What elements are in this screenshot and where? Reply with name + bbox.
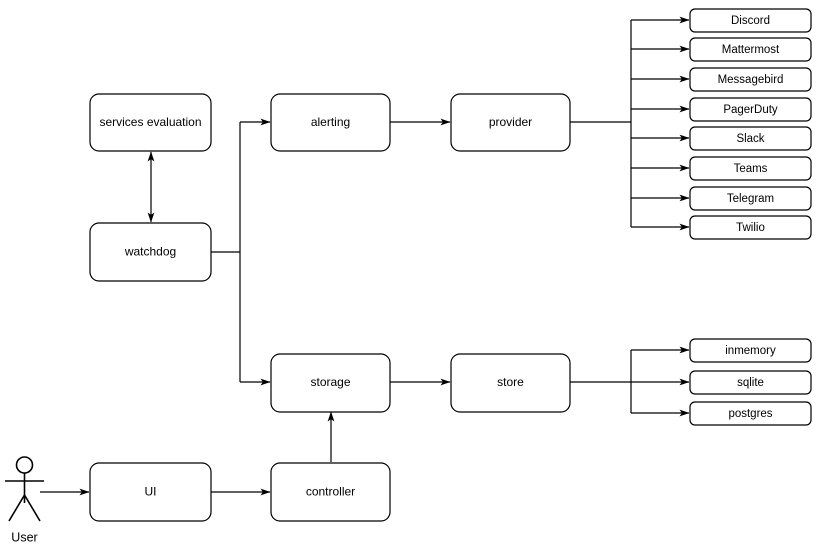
- node-provider[interactable]: provider: [450, 93, 571, 152]
- node-store-option-sqlite-box[interactable]: [689, 370, 812, 395]
- node-provider-option-twilio-box[interactable]: [689, 215, 812, 240]
- node-provider-option-mattermost-box[interactable]: [689, 37, 812, 62]
- node-provider-option-teams-box[interactable]: [689, 156, 812, 181]
- node-store-option-sqlite-label: sqlite: [737, 377, 764, 389]
- node-services-evaluation[interactable]: services evaluation: [89, 93, 212, 152]
- node-provider-option-messagebird-label: Messagebird: [718, 74, 784, 86]
- node-provider-option-teams[interactable]: Teams: [689, 156, 812, 181]
- node-services-evaluation-box[interactable]: [89, 93, 212, 152]
- node-provider-option-messagebird[interactable]: Messagebird: [689, 67, 812, 92]
- node-provider-option-messagebird-box[interactable]: [689, 67, 812, 92]
- actor-head-icon: [15, 456, 34, 474]
- node-ui-label: UI: [145, 485, 157, 499]
- node-provider-option-pagerduty-box[interactable]: [689, 97, 812, 122]
- node-provider-option-twilio[interactable]: Twilio: [689, 215, 812, 240]
- node-provider-option-discord[interactable]: Discord: [689, 8, 812, 33]
- node-controller[interactable]: controller: [270, 462, 391, 522]
- node-store-option-postgres-label: postgres: [728, 408, 772, 420]
- node-provider-option-discord-label: Discord: [731, 15, 770, 27]
- actor-user: User: [5, 456, 44, 544]
- node-provider-option-telegram-box[interactable]: [689, 186, 812, 211]
- node-provider-option-slack-box[interactable]: [689, 126, 812, 151]
- node-store-option-sqlite[interactable]: sqlite: [689, 370, 812, 395]
- node-store[interactable]: store: [450, 353, 571, 413]
- node-watchdog[interactable]: watchdog: [89, 222, 212, 282]
- node-provider-box[interactable]: [450, 93, 571, 152]
- node-provider-option-pagerduty[interactable]: PagerDuty: [689, 97, 812, 122]
- node-store-option-inmemory[interactable]: inmemory: [689, 338, 812, 363]
- edges-group: [40, 16, 690, 496]
- node-provider-option-slack[interactable]: Slack: [689, 126, 812, 151]
- node-controller-label: controller: [306, 485, 355, 499]
- node-provider-option-pagerduty-label: PagerDuty: [723, 104, 778, 116]
- node-provider-option-mattermost[interactable]: Mattermost: [689, 37, 812, 62]
- node-store-box[interactable]: [450, 353, 571, 413]
- actor-label: User: [11, 530, 37, 544]
- node-provider-option-slack-label: Slack: [736, 133, 764, 145]
- provider-options-group: Discord Mattermost Messagebird PagerDuty…: [689, 8, 812, 240]
- node-alerting-label: alerting: [311, 115, 350, 129]
- node-provider-option-twilio-label: Twilio: [736, 222, 765, 234]
- actor-left-leg-icon: [8, 494, 26, 522]
- node-store-option-postgres[interactable]: postgres: [689, 401, 812, 426]
- node-alerting-box[interactable]: [270, 93, 391, 152]
- node-provider-option-discord-box[interactable]: [689, 8, 812, 33]
- node-ui-box[interactable]: [89, 462, 212, 522]
- node-provider-label: provider: [489, 115, 532, 129]
- node-storage[interactable]: storage: [270, 353, 391, 413]
- node-storage-label: storage: [310, 375, 350, 389]
- node-services-evaluation-label: services evaluation: [99, 115, 201, 129]
- store-options-group: inmemory sqlite postgres: [689, 338, 812, 426]
- node-controller-box[interactable]: [270, 462, 391, 522]
- actor-right-leg-icon: [23, 494, 41, 522]
- node-store-option-inmemory-box[interactable]: [689, 338, 812, 363]
- node-provider-option-telegram-label: Telegram: [727, 193, 774, 205]
- node-store-label: store: [497, 375, 524, 389]
- node-watchdog-box[interactable]: [89, 222, 212, 282]
- node-store-option-postgres-box[interactable]: [689, 401, 812, 426]
- node-provider-option-teams-label: Teams: [734, 163, 768, 175]
- node-provider-option-mattermost-label: Mattermost: [722, 44, 780, 56]
- node-storage-box[interactable]: [270, 353, 391, 413]
- node-alerting[interactable]: alerting: [270, 93, 391, 152]
- node-provider-option-telegram[interactable]: Telegram: [689, 186, 812, 211]
- node-store-option-inmemory-label: inmemory: [725, 345, 776, 357]
- node-watchdog-label: watchdog: [124, 245, 176, 259]
- node-ui[interactable]: UI: [89, 462, 212, 522]
